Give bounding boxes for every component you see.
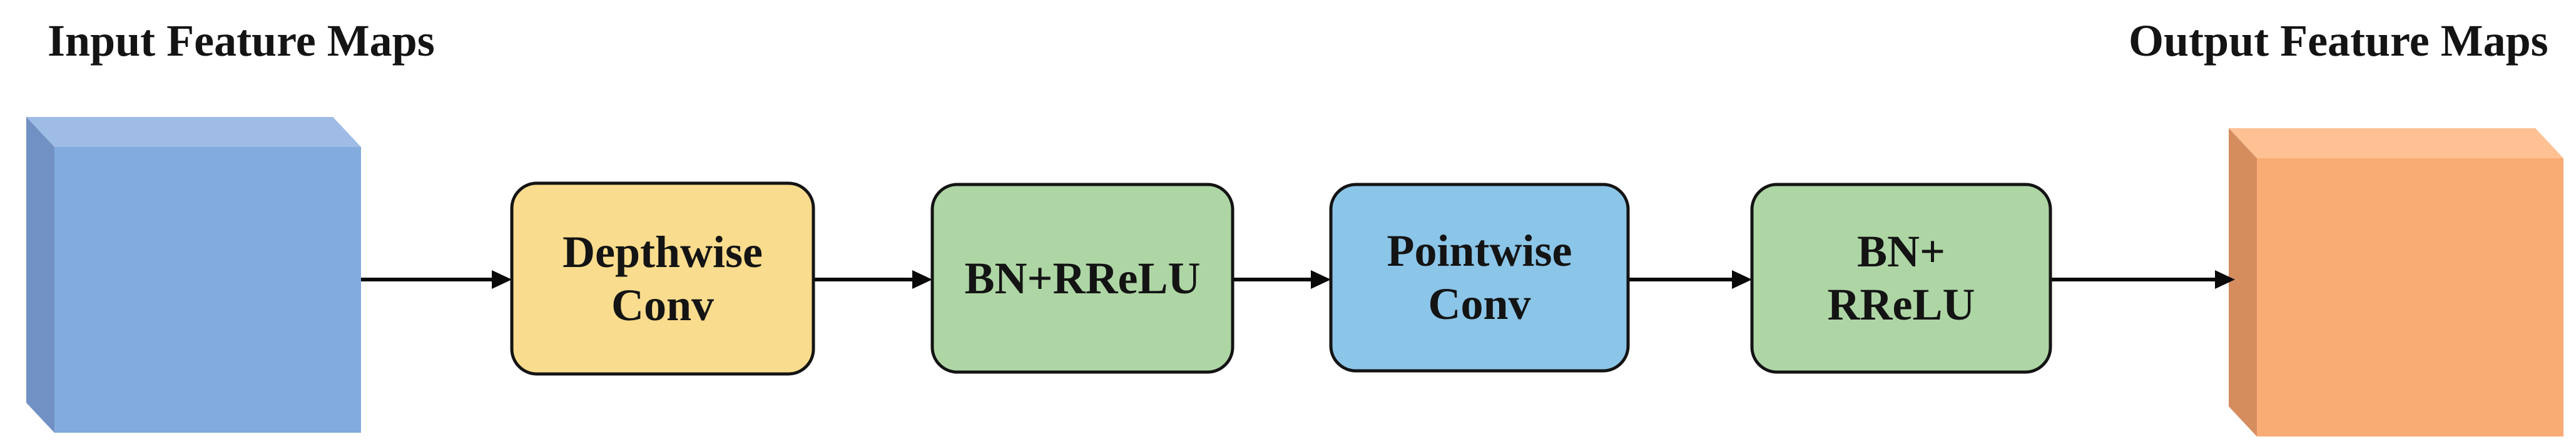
arrow-4-head [1732,270,1752,289]
arrow-pointwise-to-bn2 [1628,270,1752,289]
operation-boxes [510,181,2052,376]
arrow-bn2-to-output [2050,270,2235,289]
arrow-2-head [912,270,932,289]
arrow-5-head [2215,270,2235,289]
output-cube-front-face [2257,158,2563,436]
input-feature-maps-title: Input Feature Maps [48,16,435,66]
arrow-3-head [1311,270,1331,289]
output-cube-top-face [2229,128,2563,158]
pointwise-conv-box [1329,183,1630,373]
bn-rrelu-1-box [930,183,1235,374]
bn-rrelu-2-box [1750,183,2052,374]
flow-arrows [361,270,2235,289]
input-cube-side-face [26,117,54,433]
arrow-depthwise-to-bn1 [813,270,932,289]
output-feature-maps-title: Output Feature Maps [2129,16,2548,66]
input-cube [26,117,361,433]
depthwise-conv-box [510,181,815,376]
arrow-input-to-depthwise [361,270,512,289]
arrow-bn1-to-pointwise [1234,270,1331,289]
output-cube [2229,128,2563,436]
input-cube-top-face [26,117,361,147]
arrow-1-head [492,270,512,289]
input-cube-front-face [54,147,361,433]
output-cube-side-face [2229,128,2257,436]
